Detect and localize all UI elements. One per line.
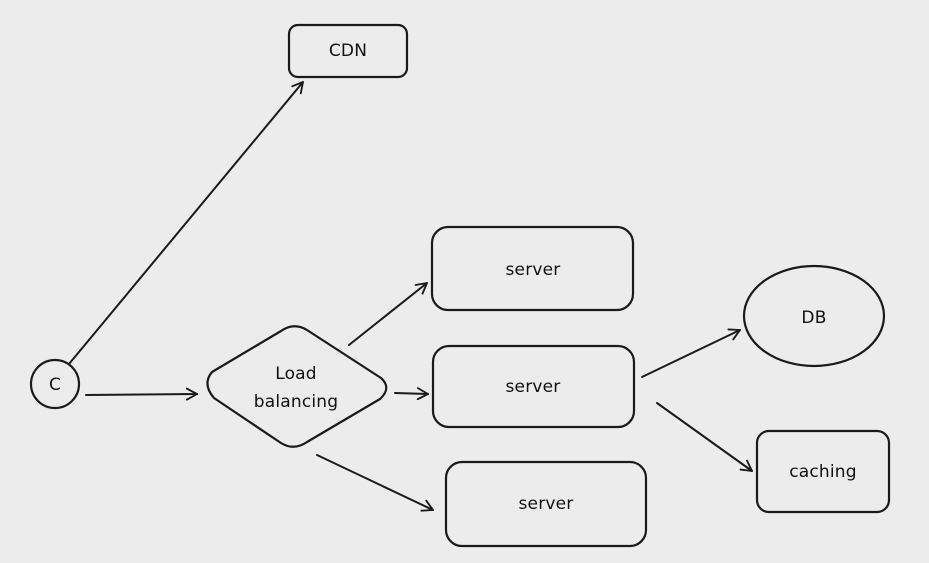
arrow-client-to-cdn	[68, 81, 304, 365]
server-top-node[interactable]: server	[430, 225, 635, 312]
caching-label: caching	[789, 462, 857, 482]
load-balancer-label-line1: Load	[275, 364, 317, 384]
load-balancer-node[interactable]: Load balancing	[206, 325, 388, 448]
server-top-box	[430, 225, 635, 312]
db-node[interactable]: DB	[742, 264, 886, 368]
db-ellipse	[742, 264, 886, 368]
cdn-node[interactable]: CDN	[287, 23, 409, 79]
client-label: C	[49, 375, 61, 395]
client-node[interactable]: C	[29, 358, 81, 410]
server-middle-node[interactable]: server	[431, 344, 636, 429]
arrow-load-balancer-to-server-top	[348, 282, 428, 346]
cdn-label: CDN	[329, 41, 367, 61]
caching-box	[755, 429, 891, 514]
client-circle	[29, 358, 81, 410]
arrow-server-to-caching	[656, 402, 753, 472]
server-middle-box	[431, 344, 636, 429]
db-label: DB	[801, 308, 826, 328]
server-bottom-box	[444, 460, 648, 548]
server-middle-label: server	[505, 377, 560, 397]
server-top-label: server	[505, 260, 560, 280]
arrow-load-balancer-to-server-middle	[394, 387, 429, 401]
arrow-server-to-db	[641, 328, 741, 378]
caching-node[interactable]: caching	[755, 429, 891, 514]
server-bottom-node[interactable]: server	[444, 460, 648, 548]
load-balancer-diamond	[206, 325, 388, 448]
arrow-client-to-load-balancer	[85, 387, 198, 401]
arrow-load-balancer-to-server-bottom	[316, 454, 434, 512]
server-bottom-label: server	[518, 494, 573, 514]
load-balancer-label-line2: balancing	[254, 392, 339, 412]
cdn-box	[287, 23, 409, 79]
